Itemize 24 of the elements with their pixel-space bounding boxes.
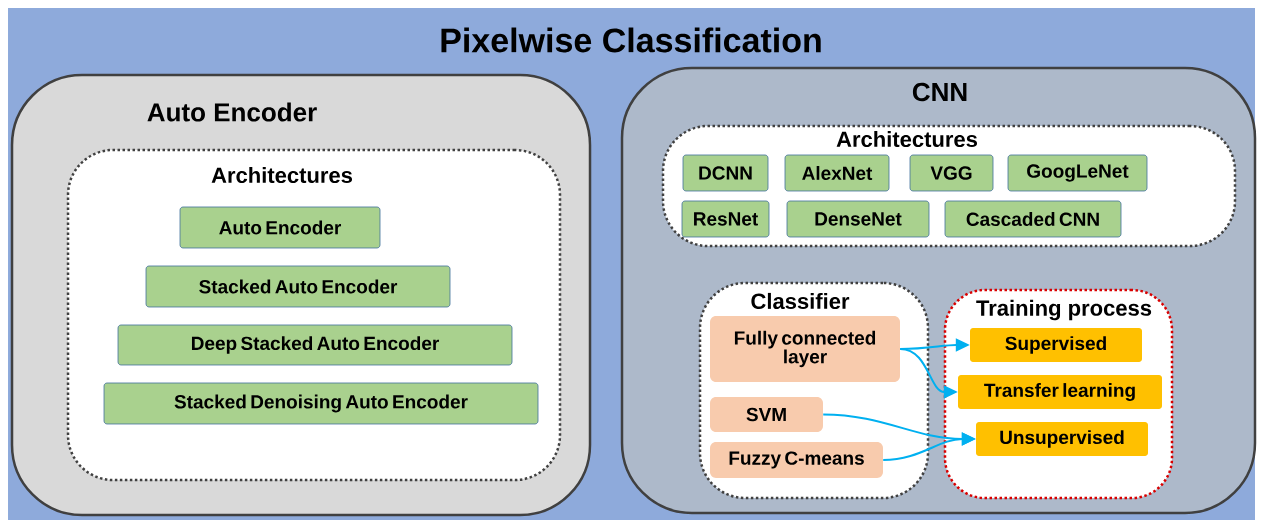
group-heading: Training process [976,299,1152,321]
method-box: Transfer learning [958,375,1162,409]
method-box: Deep Stacked Auto Encoder [117,324,513,366]
method-box: ResNet [681,200,770,238]
method-box: Cascaded CNN [944,200,1122,238]
group-heading: Classifier [751,292,850,310]
method-box: GoogLeNet [1007,154,1148,192]
method-box: Stacked Auto Encoder [145,265,451,308]
title: Pixelwise Classification [441,27,821,53]
method-box: VGG [909,154,994,192]
group-heading: CNN [912,82,967,102]
method-box: Unsupervised [976,422,1148,456]
method-box: Fuzzy C-means [710,442,883,478]
method-box: DenseNet [786,200,930,238]
method-box: Auto Encoder [179,206,381,249]
method-box: SVM [710,397,823,432]
method-box: DCNN [682,154,769,192]
group-heading: Architectures [211,166,352,184]
group-heading: Architectures [836,130,977,148]
method-box: Fully connected layer [710,316,900,382]
method-box: AlexNet [784,154,890,192]
method-box: Supervised [970,328,1142,362]
method-box: Stacked Denoising Auto Encoder [103,382,539,425]
group-heading: Auto Encoder [147,102,317,122]
